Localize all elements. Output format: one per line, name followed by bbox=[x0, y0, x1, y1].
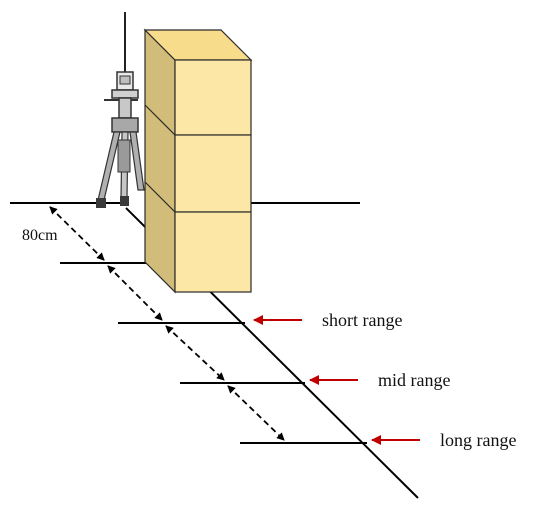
short-range-label: short range bbox=[322, 310, 402, 330]
laser-scanner-tripod-icon bbox=[96, 12, 145, 208]
mid-range-label: mid range bbox=[378, 370, 450, 390]
long-range-label: long range bbox=[440, 430, 516, 450]
box-middle bbox=[174, 134, 252, 213]
box-upper bbox=[174, 59, 252, 136]
stacked-boxes bbox=[143, 28, 253, 294]
spacing-dimension-arrows bbox=[49, 206, 285, 441]
box-side-face bbox=[144, 28, 176, 294]
box-lower bbox=[174, 211, 252, 293]
spacing-label: 80cm bbox=[22, 227, 58, 244]
